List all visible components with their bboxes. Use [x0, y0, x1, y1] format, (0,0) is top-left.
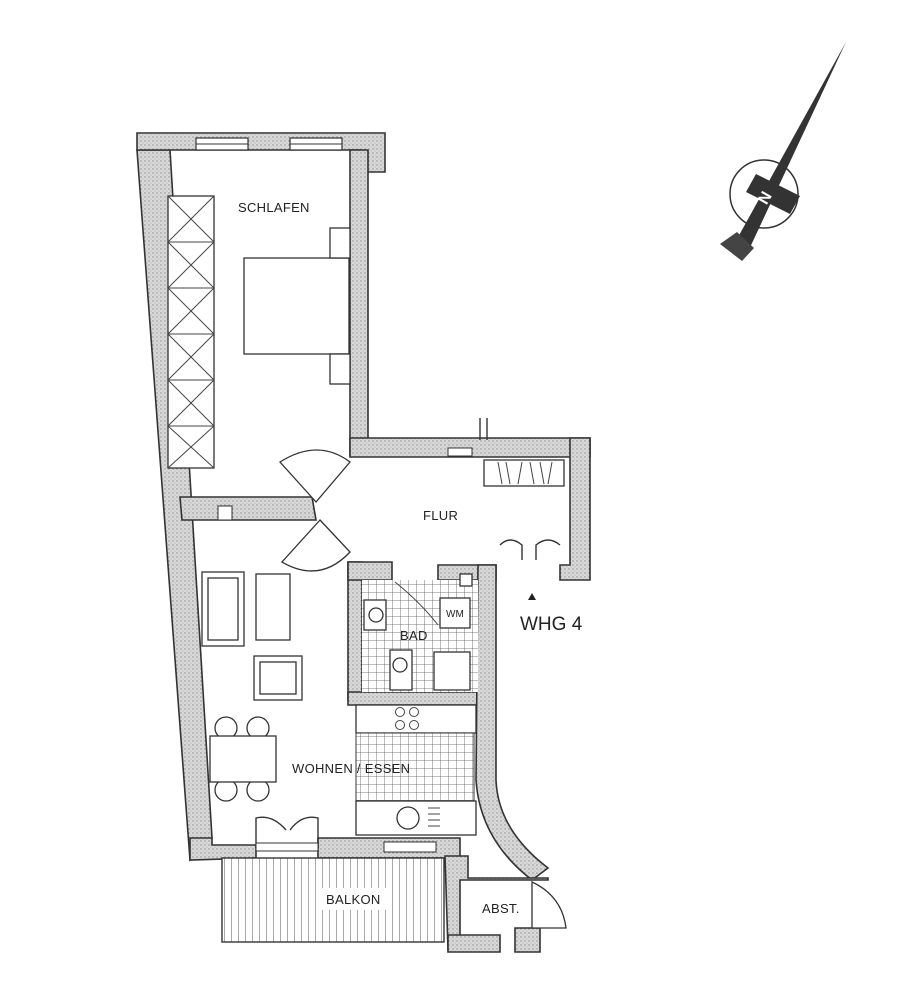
north-arrow: N	[720, 42, 846, 261]
windows	[195, 137, 488, 457]
north-needle-icon	[732, 42, 846, 256]
bed	[243, 227, 351, 385]
bedroom-south-wall	[179, 496, 317, 521]
storage-door	[531, 880, 567, 929]
curved-east-wall	[475, 564, 550, 882]
kitchen	[355, 704, 477, 836]
north-wall	[136, 132, 386, 173]
room-label-schlafen: SCHLAFEN	[238, 200, 310, 215]
walls	[136, 132, 591, 953]
bath-west-wall	[347, 561, 363, 701]
hall-closet	[483, 459, 565, 487]
wardrobe	[167, 195, 215, 469]
bath-fixtures	[363, 573, 473, 691]
room-label-balkon: BALKON	[326, 892, 381, 907]
armchair	[253, 655, 303, 701]
sofa	[201, 571, 291, 647]
room-label-flur: FLUR	[423, 508, 458, 523]
south-wall	[189, 837, 257, 861]
hall-east-wall	[559, 437, 591, 581]
room-label-abst: ABST.	[482, 901, 520, 916]
shaft	[217, 505, 233, 521]
washing-machine	[439, 597, 471, 629]
storage-south-wall-right	[514, 927, 541, 953]
storage-south-wall	[447, 934, 501, 953]
room-label-wohnen: WOHNEN / ESSEN	[292, 761, 410, 776]
bath-south-wall	[347, 691, 479, 706]
label-wm: WM	[446, 609, 464, 620]
room-label-bad: BAD	[400, 628, 428, 643]
balcony-deck	[221, 857, 445, 943]
dining-table	[209, 716, 277, 802]
balcony-doors	[255, 816, 437, 853]
bath-top-wall	[347, 561, 393, 581]
unit-label: WHG 4	[520, 614, 583, 635]
bedroom-east-wall	[349, 149, 369, 456]
entrance-arrow-icon	[528, 593, 536, 600]
balcony-label-bg	[322, 888, 386, 910]
hall-doors	[279, 449, 561, 572]
